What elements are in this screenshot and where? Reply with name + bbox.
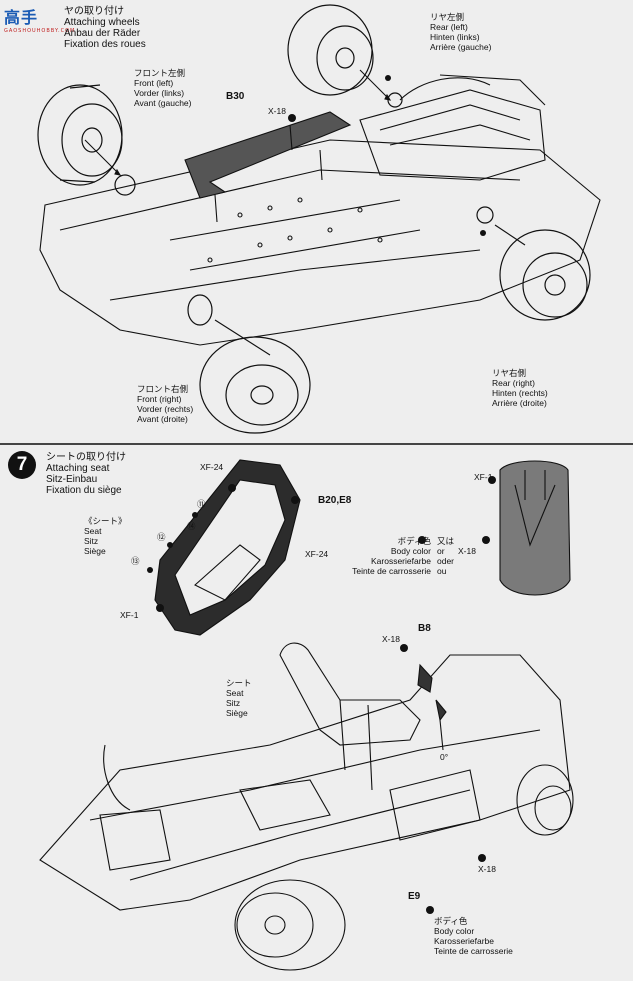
label-rear-right: リヤ右側 Rear (right) Hinten (rechts) Arrièr… <box>492 368 548 408</box>
front-left-wheel <box>37 84 123 186</box>
step6-chassis-drawing <box>39 69 601 356</box>
angle-label: 0° <box>440 752 449 762</box>
rear-right-wheel <box>499 229 591 321</box>
body-color-bottom: ボディ色 Body color Karosseriefarbe Teinte d… <box>434 916 513 956</box>
step-divider <box>0 443 633 445</box>
watermark-subtitle: GAOSHOUHOBBY.COM <box>4 28 76 34</box>
paint-xf24-side: XF-24 <box>305 549 329 559</box>
decal-12: ⑫ <box>157 532 166 542</box>
parts-b20-e8: B20,E8 <box>318 495 352 506</box>
paint-markers <box>147 75 496 914</box>
step7-number-badge: 7 <box>8 451 36 479</box>
seat-label: シート Seat Sitz Siège <box>226 678 252 718</box>
watermark-title: 高手 <box>4 8 39 27</box>
label-front-right: フロント右側 Front (right) Vorder (rechts) Ava… <box>137 384 194 424</box>
part-e9: E9 <box>408 891 421 902</box>
step6-title: ヤの取り付け Attaching wheels Anbau der Räder … <box>64 6 146 50</box>
label-front-left: フロント左側 Front (left) Vorder (links) Avant… <box>134 68 192 108</box>
part-b30-label: B30 <box>226 91 245 102</box>
decal-13: ⑬ <box>131 556 140 566</box>
paint-xf1-bottom: XF-1 <box>120 610 139 620</box>
step7-seat-drawing <box>39 459 574 971</box>
paint-x18-b8: X-18 <box>382 634 400 644</box>
decal-14: ⑭ <box>187 521 196 531</box>
paint-x18-or: X-18 <box>458 546 476 556</box>
step6-title-de: Anbau der Räder <box>64 28 141 39</box>
paint-xf24-top: XF-24 <box>200 462 224 472</box>
step6-wheels <box>37 4 591 434</box>
step6-title-en: Attaching wheels <box>64 17 140 28</box>
step6-title-fr: Fixation des roues <box>64 39 146 50</box>
step6-title-jp: ヤの取り付け <box>64 6 124 17</box>
body-color-note: ボディ色 Body color Karosseriefarbe Teinte d… <box>352 536 431 576</box>
watermark-logo: 高手 GAOSHOUHOBBY.COM <box>4 4 75 34</box>
rear-left-wheel <box>287 4 374 96</box>
paint-xf1-right: XF-1 <box>474 472 493 482</box>
or-note: 又は or oder ou <box>437 536 455 576</box>
seat-heading: 《シート》 Seat Sitz Siège <box>84 516 127 556</box>
paint-x18-right: X-18 <box>478 864 496 874</box>
step7-title: シートの取り付け Attaching seat Sitz-Einbau Fixa… <box>46 452 126 496</box>
paint-x18-label: X-18 <box>268 106 286 116</box>
front-right-wheel <box>199 336 311 434</box>
label-rear-left: リヤ左側 Rear (left) Hinten (links) Arrière … <box>430 12 492 52</box>
part-b8: B8 <box>418 623 431 634</box>
hub-assemblies <box>114 92 494 326</box>
decal-11: ⑪ <box>197 499 206 509</box>
